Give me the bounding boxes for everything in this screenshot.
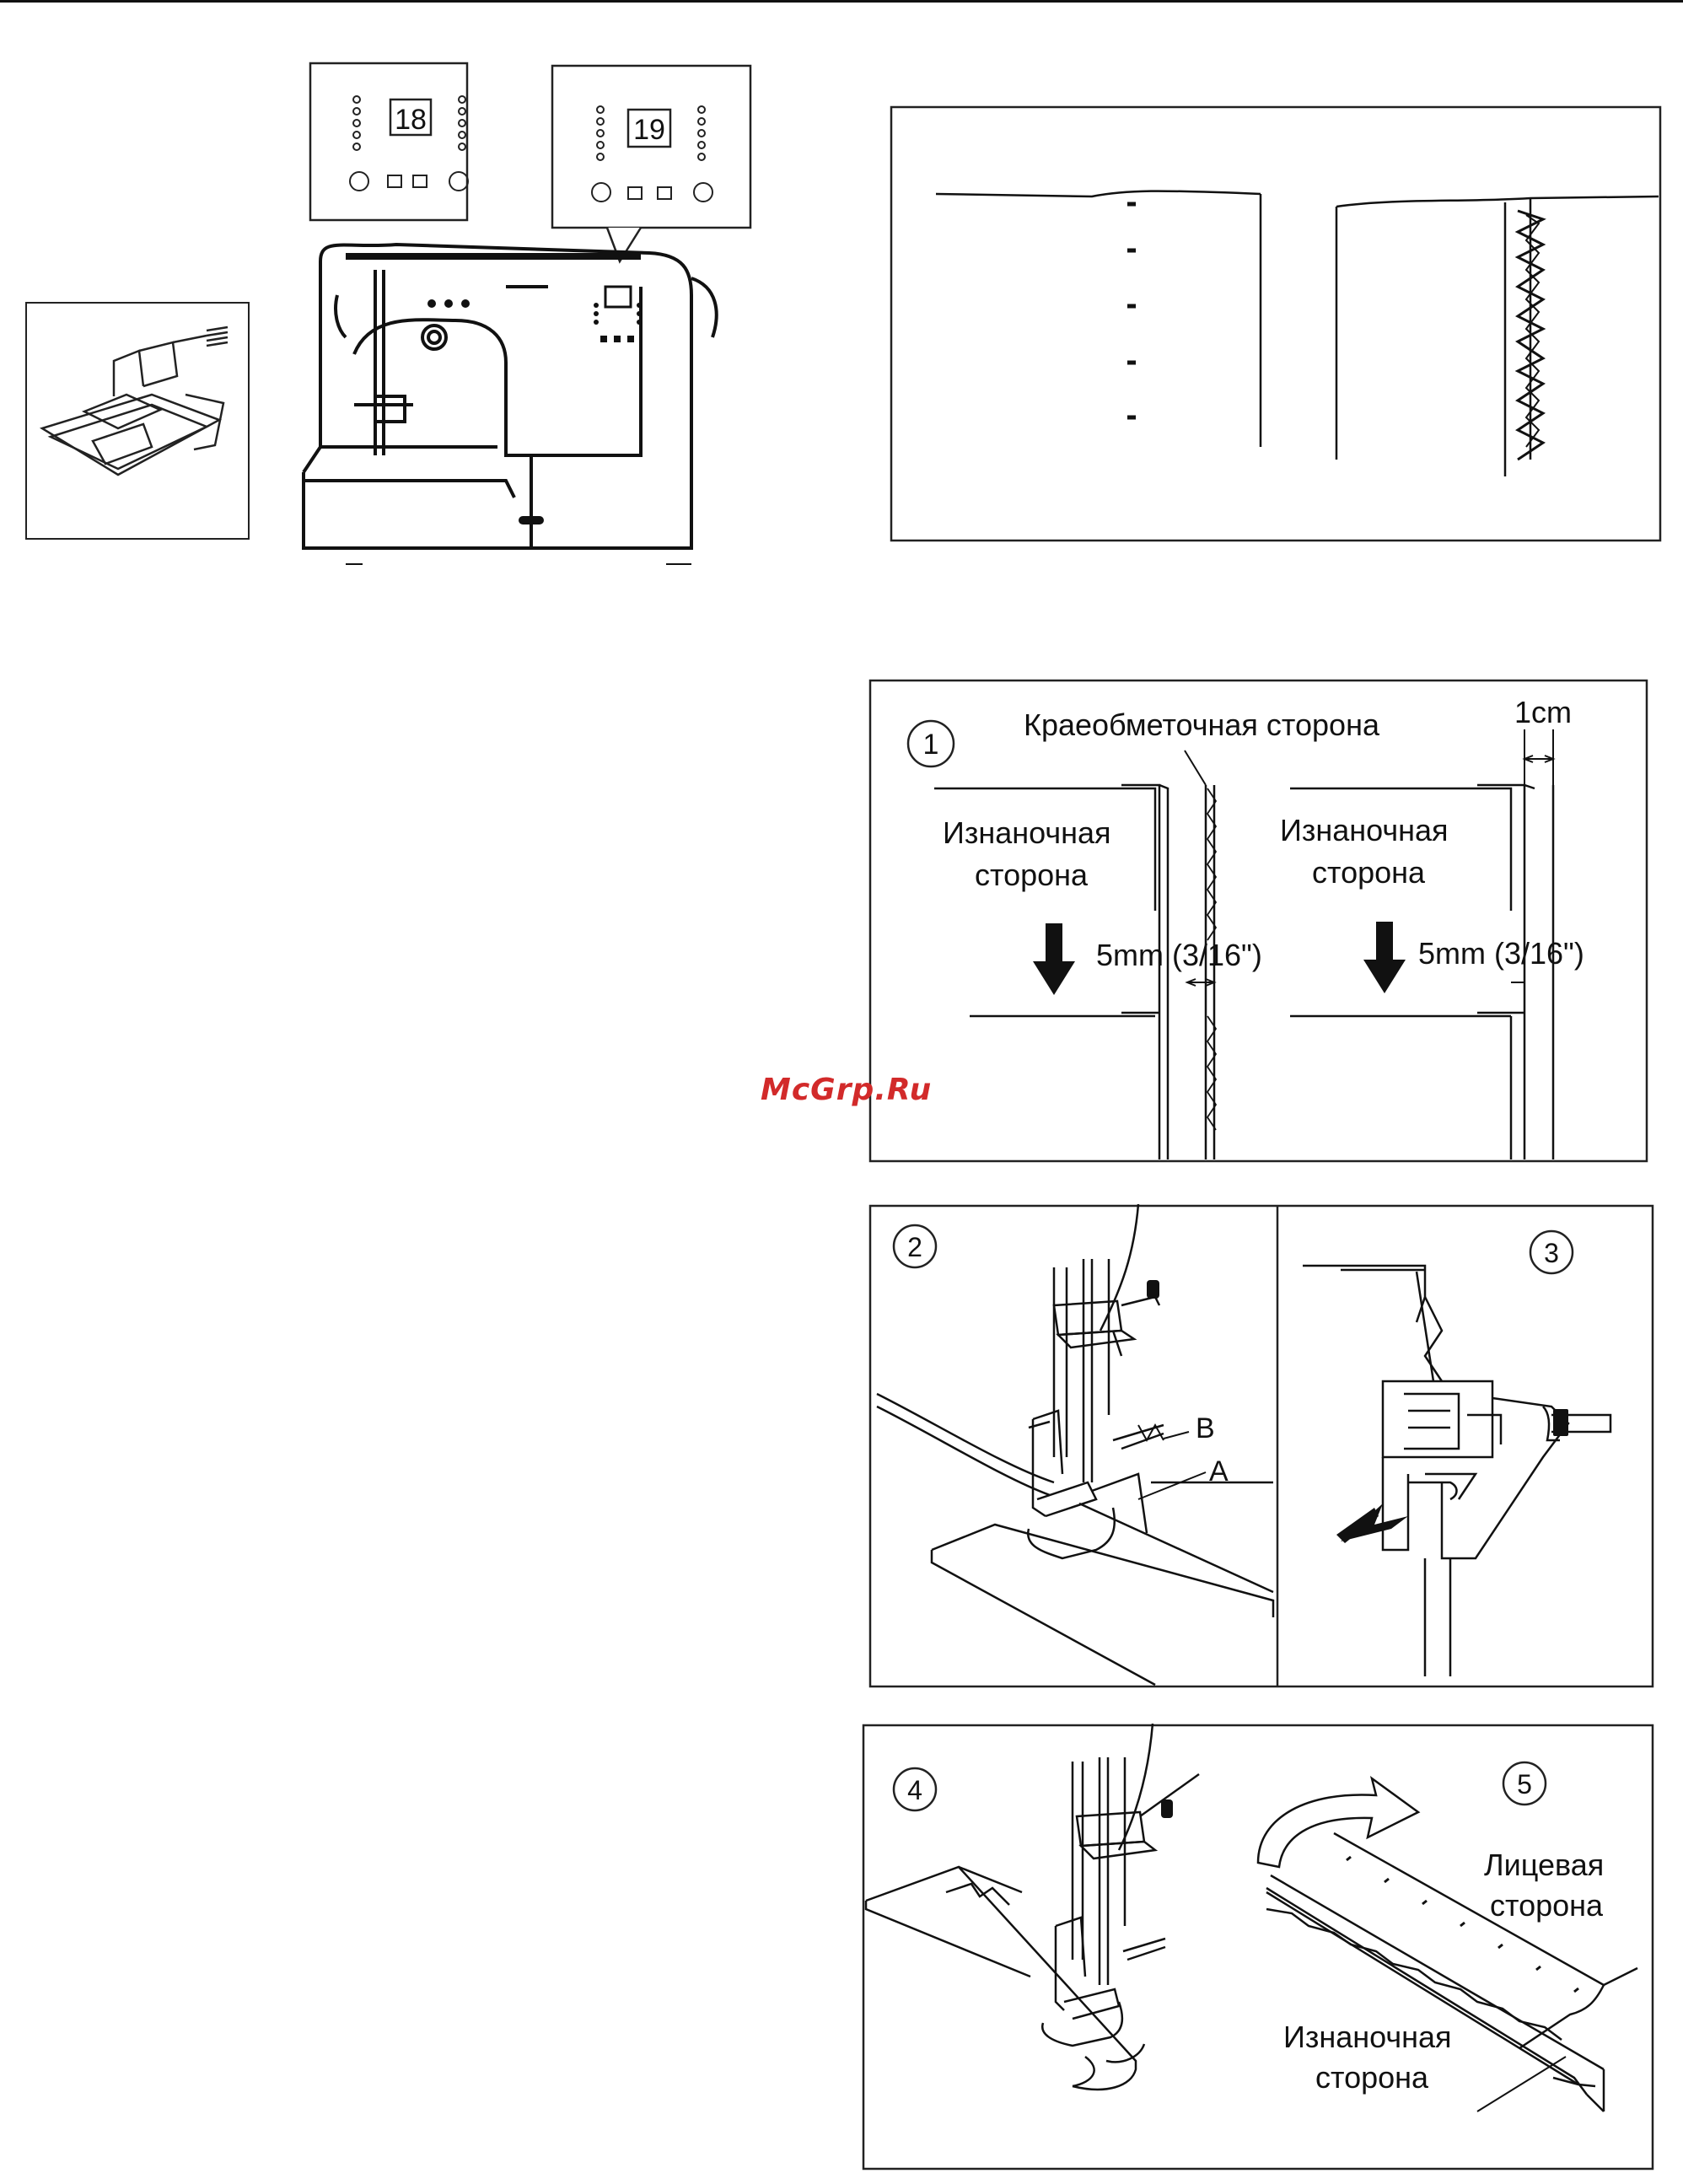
step-number-1: 1 <box>923 729 939 761</box>
width-1cm-label: 1cm <box>1514 695 1572 729</box>
wrong-side-label-right-2: сторона <box>1312 855 1426 890</box>
arrow-down-icon <box>1033 923 1075 995</box>
stitch-sample-figure <box>890 105 1665 544</box>
face-side-label-2: сторона <box>1490 1888 1604 1923</box>
step2-3-panel: 2 3 B A <box>868 1204 1654 1688</box>
step-number-5: 5 <box>1517 1769 1532 1799</box>
seam-allowance-right: 5mm (3/16") <box>1418 936 1584 971</box>
display-value-18: 18 <box>395 104 427 136</box>
top-rule <box>0 0 1683 3</box>
wrong-side-label-right-1: Изнаночная <box>1280 813 1449 847</box>
step-number-3: 3 <box>1544 1238 1559 1268</box>
step-number-4: 4 <box>907 1775 922 1805</box>
wrong-side-label-2: сторона <box>1315 2060 1429 2095</box>
machine-body-icon <box>304 245 717 565</box>
part-label-b: B <box>1196 1412 1215 1444</box>
presser-foot-icon <box>42 327 228 475</box>
blind-hem-foot-figure <box>25 302 251 541</box>
watermark: McGrp.Ru <box>761 1073 932 1107</box>
arrow-down-icon <box>1363 922 1406 993</box>
wrong-side-label-left-2: сторона <box>975 858 1089 892</box>
curved-arrow-icon <box>1258 1778 1418 1867</box>
wrong-side-label-1: Изнаночная <box>1283 2020 1452 2054</box>
straight-stitch-marks <box>1127 204 1136 417</box>
face-side-label-1: Лицевая <box>1484 1848 1604 1882</box>
step4-5-panel: 4 5 Лицевая сторона Изнаночная сторона <box>862 1724 1654 2171</box>
step1-panel: 1 Краеобметочная сторона 1cm Изнаночная … <box>868 679 1648 1163</box>
step-number-2: 2 <box>907 1232 922 1262</box>
presser-foot-icon <box>877 1204 1273 1685</box>
display-box-18 <box>310 63 467 220</box>
seam-allowance-left: 5mm (3/16") <box>1096 938 1262 972</box>
overlock-side-label: Краеобметочная сторона <box>1024 707 1380 742</box>
sewing-machine-figure: 18 19 <box>295 59 767 565</box>
display-value-19: 19 <box>633 114 665 146</box>
wrong-side-label-left-1: Изнаночная <box>943 815 1111 850</box>
